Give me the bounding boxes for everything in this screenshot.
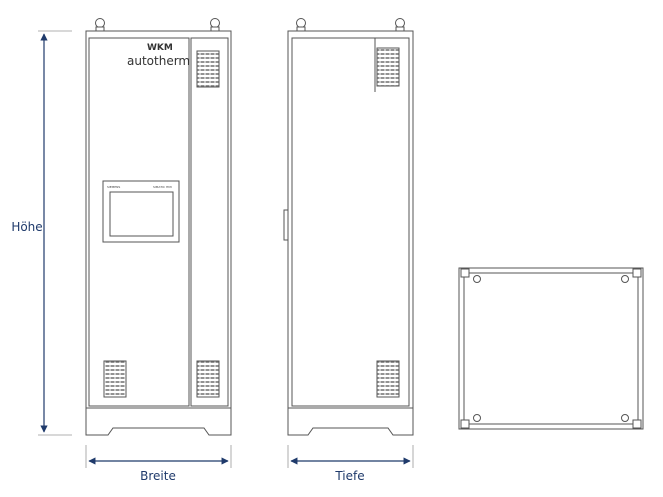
front-door-right — [190, 37, 229, 407]
corner-bolt-bottom-right — [621, 414, 642, 429]
width-label: Breite — [140, 469, 176, 483]
front-door-left — [88, 37, 190, 407]
front-plinth — [85, 407, 232, 436]
top-view-outline — [458, 267, 644, 430]
side-panel — [291, 37, 410, 407]
top-view-inner — [463, 272, 639, 425]
width-dimension: Breite — [85, 445, 232, 483]
corner-bolt-top-left — [460, 268, 481, 283]
lifting-eye-left — [95, 18, 105, 32]
height-dimension: Höhe — [11, 30, 72, 436]
depth-label: Tiefe — [334, 469, 364, 483]
logo-name: autotherm — [127, 54, 190, 68]
hmi-model: SIMATIC HMI — [153, 185, 172, 189]
hmi-panel: SIEMENS SIMATIC HMI — [102, 180, 180, 243]
corner-bolt-bottom-left — [460, 414, 481, 429]
front-cabinet: WKM autotherm SIEMENS SIMATIC HMI — [85, 18, 232, 436]
corner-bolt-top-right — [621, 268, 642, 283]
side-vent-top — [376, 47, 400, 87]
side-body — [287, 30, 414, 409]
side-vent-bottom — [376, 360, 400, 398]
hmi-brand: SIEMENS — [107, 185, 120, 189]
side-hinge — [283, 209, 289, 241]
vent-grille-bottom-right — [196, 360, 220, 398]
side-plinth — [287, 407, 414, 436]
depth-dimension: Tiefe — [287, 445, 414, 483]
lifting-eye-side-left — [296, 18, 306, 32]
height-label: Höhe — [11, 220, 42, 234]
side-cabinet — [283, 18, 414, 436]
logo-mark: WKM — [147, 43, 173, 53]
vent-grille-bottom-left — [103, 360, 127, 398]
lifting-eye-side-right — [395, 18, 405, 32]
vent-grille-top-right — [196, 50, 220, 88]
lifting-eye-right — [210, 18, 220, 32]
wkm-logo: WKM autotherm — [127, 43, 190, 68]
top-view — [458, 267, 644, 430]
